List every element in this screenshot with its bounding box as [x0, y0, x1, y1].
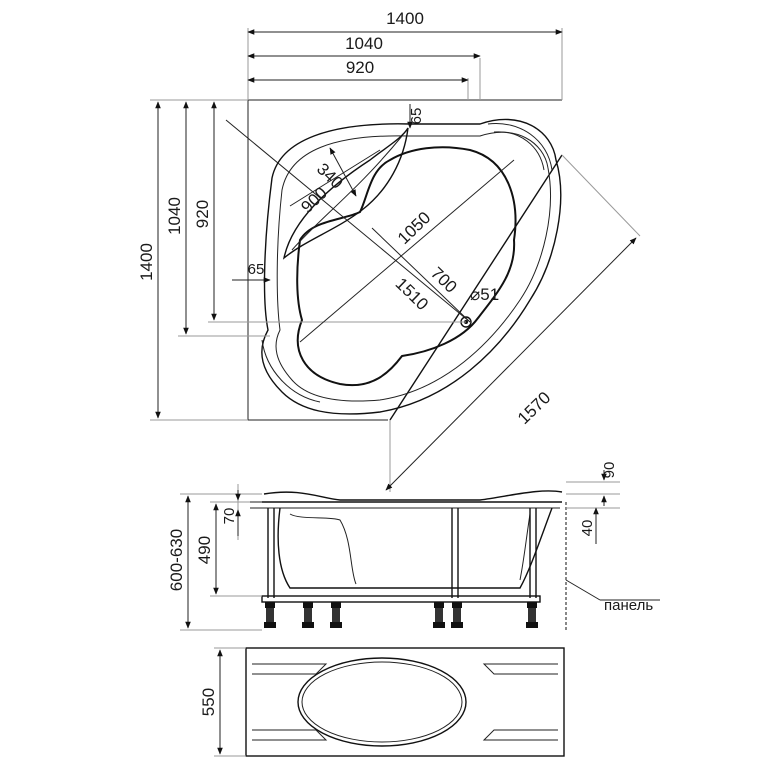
side-view: панель 600-630 490 70 90 40 — [167, 462, 660, 631]
front-panel — [245, 647, 565, 757]
dim-panel-height: 550 — [199, 688, 218, 716]
side-feet — [264, 602, 538, 628]
side-rim — [263, 490, 563, 501]
dim-diag-900: 900 — [297, 183, 331, 216]
dim-diag-1050: 1050 — [394, 208, 434, 248]
dim-height-total: 1400 — [137, 243, 156, 281]
dim-rim-65-top: 65 — [408, 108, 425, 125]
dim-width-total: 1400 — [386, 9, 424, 28]
dim-depth-490: 490 — [195, 536, 214, 564]
panel-oval-inner — [301, 661, 463, 743]
panel-view: 550 — [199, 647, 565, 757]
dim-rim-90: 90 — [601, 462, 618, 479]
dim-rim-70: 70 — [221, 508, 238, 525]
side-frame-legs — [261, 508, 541, 603]
top-view: 1400 1040 920 1400 1040 920 65 65 34 — [137, 9, 641, 492]
dim-diag-700: 700 — [427, 263, 461, 296]
dim-height-1040: 1040 — [165, 197, 184, 235]
dim-width-1040: 1040 — [345, 34, 383, 53]
dim-width-920: 920 — [346, 58, 374, 77]
dim-diag-1570: 1570 — [514, 388, 554, 428]
dim-rim-65-left: 65 — [248, 261, 265, 278]
side-tub-body — [277, 507, 553, 589]
panel-oval-outer — [297, 657, 467, 747]
dim-height-920: 920 — [193, 200, 212, 228]
dim-height-range: 600-630 — [167, 529, 186, 591]
panel-label: панель — [604, 597, 653, 614]
dim-drain: ⌀51 — [470, 285, 499, 304]
rim-outer-contour — [261, 118, 562, 415]
dim-rim-40: 40 — [579, 520, 596, 537]
